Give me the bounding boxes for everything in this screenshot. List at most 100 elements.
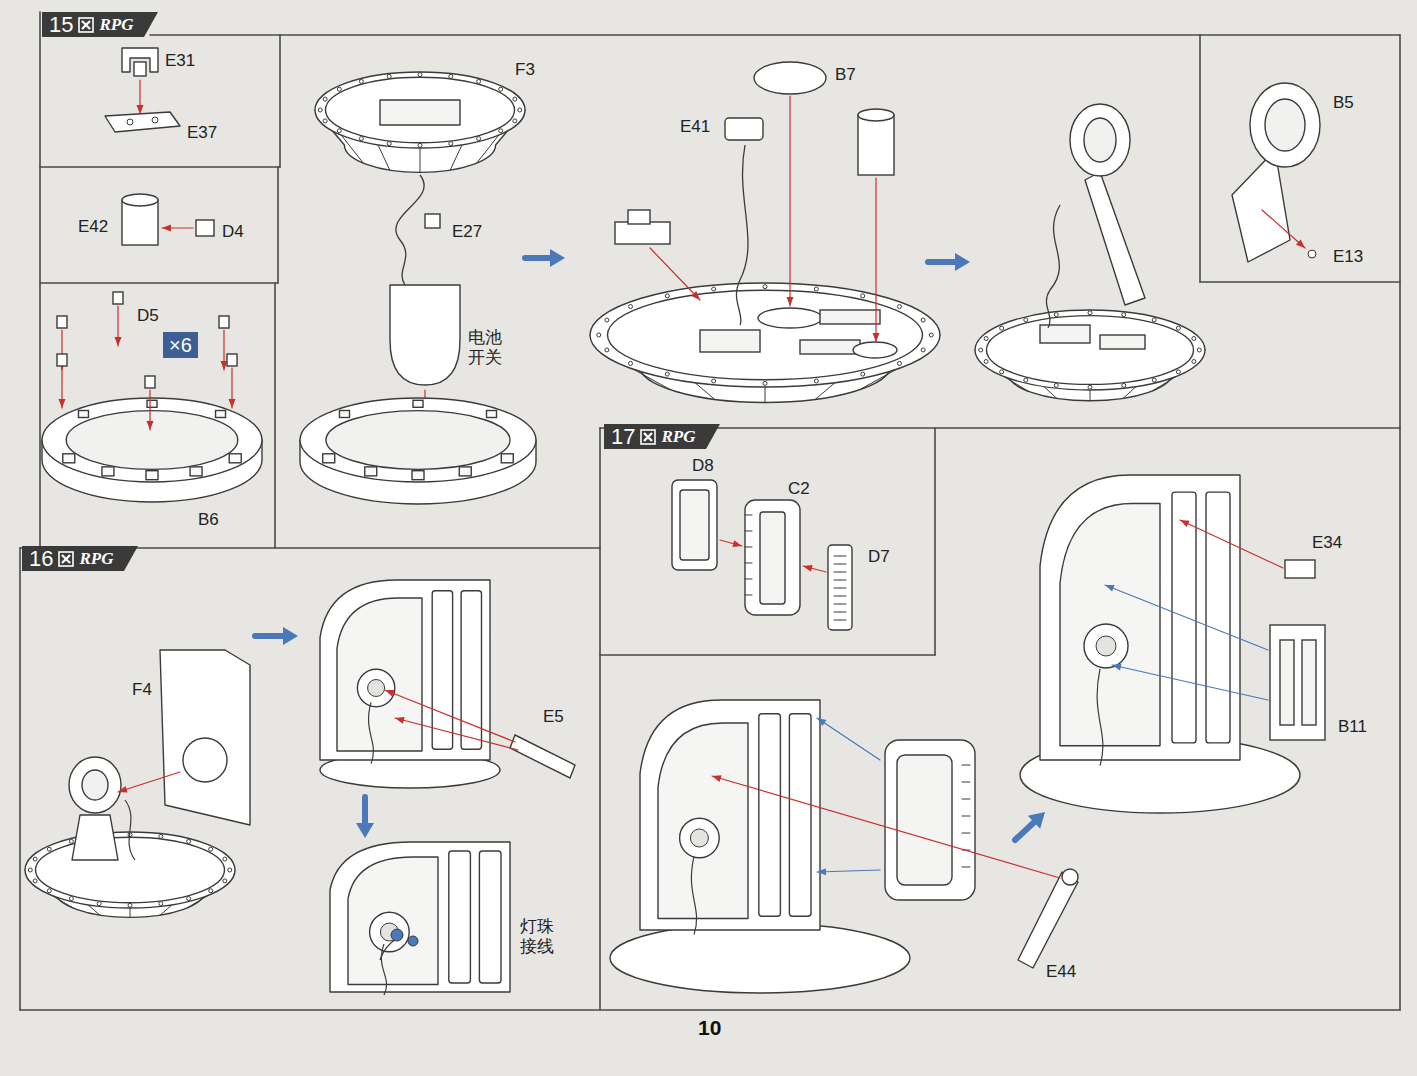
quantity-badge: ×6	[163, 332, 198, 358]
bolt	[1197, 348, 1201, 352]
bolt	[605, 348, 609, 352]
panel-border	[274, 283, 276, 548]
part-label: B11	[1338, 717, 1367, 737]
assembly-arrow-head	[118, 786, 128, 793]
step-number: ×6	[169, 334, 192, 356]
grille-slot	[834, 620, 846, 621]
bolt	[513, 97, 517, 101]
bolt	[187, 897, 191, 901]
step-arrow	[362, 797, 368, 826]
assembly-arrow	[650, 248, 700, 300]
step-number: 16	[29, 547, 53, 571]
part-label: E27	[452, 222, 482, 242]
bolt	[1122, 383, 1126, 387]
brand-mark: RPG	[661, 425, 695, 449]
panel-border	[1200, 281, 1400, 283]
bolt	[387, 142, 391, 146]
tab-shape	[42, 12, 158, 37]
ring-inner	[66, 411, 238, 470]
wire	[125, 800, 135, 860]
frame-pillar	[789, 714, 811, 916]
part-label: C2	[788, 479, 810, 499]
bolt	[1176, 326, 1180, 330]
frame-inner	[1060, 504, 1160, 746]
bolt	[1000, 370, 1004, 374]
bolt	[69, 839, 73, 843]
part-label: B7	[835, 65, 856, 85]
rib	[745, 579, 752, 580]
logo-cross	[82, 21, 90, 29]
bolt	[418, 73, 422, 77]
plate-rim	[608, 290, 923, 379]
bolt	[1192, 359, 1196, 363]
ring-slot	[147, 400, 157, 407]
part-label: 灯珠 接线	[520, 917, 560, 957]
panel-border	[279, 35, 281, 167]
block-part	[1285, 560, 1315, 578]
ring-slot	[365, 467, 377, 476]
brand-mark: RPG	[79, 547, 113, 571]
step-arrow	[255, 633, 286, 639]
bolt	[449, 74, 453, 78]
assembly-arrow-head	[787, 297, 794, 306]
assembly-arrow	[875, 178, 876, 342]
panel-border	[600, 654, 935, 656]
logo-frame	[59, 552, 73, 566]
frame-hub-hole	[368, 680, 385, 697]
bolt	[359, 79, 363, 83]
assembly-arrow-head	[59, 399, 66, 408]
led-bead	[408, 936, 418, 946]
bolt	[337, 87, 341, 91]
bolt	[47, 847, 51, 851]
part-label: B6	[198, 510, 219, 530]
ring-slot	[323, 454, 335, 463]
bolt	[323, 97, 327, 101]
dome-plate	[315, 72, 525, 148]
dome-rib	[420, 148, 421, 172]
clip-part	[57, 316, 67, 328]
bolt	[629, 305, 633, 309]
frame-inner	[658, 723, 748, 919]
bolt	[814, 287, 818, 291]
logo-frame	[641, 430, 655, 444]
assembly-arrow-head	[137, 105, 144, 114]
part-label: E5	[543, 707, 564, 727]
rib	[745, 563, 752, 564]
bolt	[1088, 311, 1092, 315]
frame-pillar	[759, 714, 781, 916]
pack-inner	[897, 755, 952, 885]
wire	[396, 175, 424, 285]
part-label: D8	[692, 456, 714, 476]
frame-inner	[337, 598, 422, 751]
bolt	[984, 359, 988, 363]
logo-icon	[58, 551, 74, 567]
bolt	[418, 143, 422, 147]
logo-cross	[62, 555, 70, 563]
page-number: 10	[698, 1018, 721, 1038]
bolt	[187, 839, 191, 843]
part-label: F4	[132, 680, 152, 700]
bolt	[69, 897, 73, 901]
clip-part	[227, 354, 237, 366]
logo-icon	[640, 429, 656, 445]
frame-pillar	[432, 591, 452, 749]
dome-rib	[450, 145, 462, 170]
board	[380, 100, 460, 125]
panel-border	[20, 547, 600, 549]
rib	[962, 816, 970, 817]
bolt	[1192, 337, 1196, 341]
plate-rim	[987, 316, 1194, 385]
step-arrow-head	[550, 249, 565, 267]
rib	[745, 531, 752, 532]
bolt	[597, 333, 601, 337]
assembly-arrow	[385, 690, 515, 742]
badge-shape	[163, 332, 198, 358]
assembly-arrow-head	[385, 690, 395, 697]
frame-pillar	[479, 851, 501, 983]
ring-top	[42, 398, 262, 482]
bolt	[921, 318, 925, 322]
tab-shape	[22, 546, 138, 571]
assembly-arrow	[118, 772, 180, 792]
